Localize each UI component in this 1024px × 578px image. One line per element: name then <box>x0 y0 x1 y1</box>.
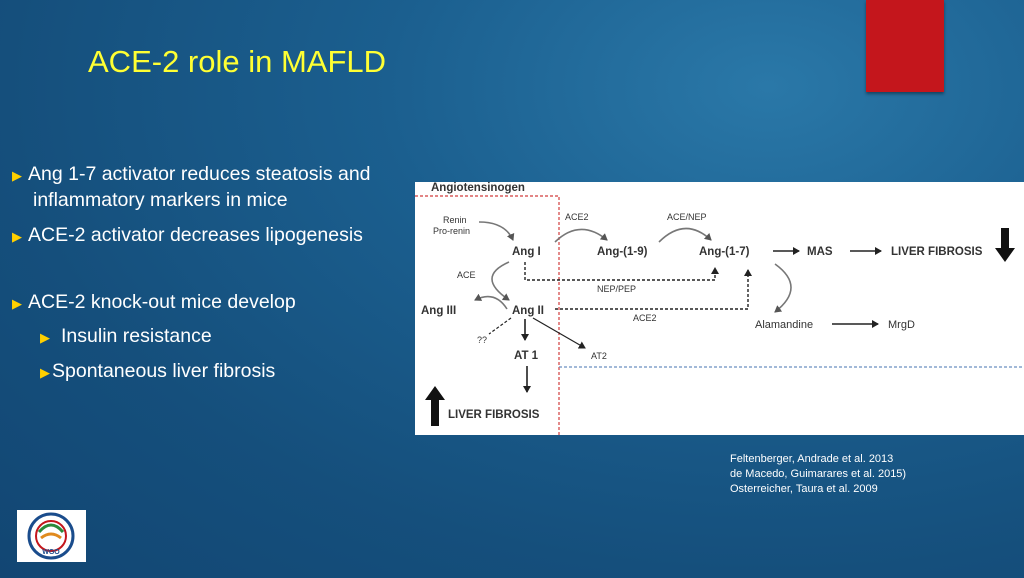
ang-ii-to-iii-arrow <box>474 293 508 310</box>
down-arrow-icon <box>995 228 1015 262</box>
label-ace2-top: ACE2 <box>565 212 589 222</box>
label-ang-1-9: Ang-(1-9) <box>597 246 648 258</box>
reference-3: Osterreicher, Taura et al. 2009 <box>730 483 878 495</box>
ace2-curve-arrow <box>554 228 608 243</box>
pathway-svg: Angiotensinogen Renin Pro-renin Ang I An… <box>415 182 1024 435</box>
ang17-to-alamandine-arrow <box>774 263 792 313</box>
slide-title: ACE-2 role in MAFLD <box>88 44 387 79</box>
logo-text: WGO <box>42 549 60 556</box>
label-liver-fibrosis-bottom: LIVER FIBROSIS <box>448 409 540 421</box>
ang-ii-to-at2-arrow <box>532 317 586 349</box>
renin-arrow <box>478 221 515 241</box>
label-ace2-mid: ACE2 <box>633 313 657 323</box>
ras-pathway-diagram: Angiotensinogen Renin Pro-renin Ang I An… <box>415 182 1024 435</box>
bullet-2: ▶ ACE-2 activator decreases lipogenesis <box>12 222 363 250</box>
bullet-3: ▶ ACE-2 knock-out mice develop <box>12 289 296 317</box>
bullet-1-line1: Ang 1-7 activator reduces steatosis and <box>28 163 371 185</box>
wgo-logo: WGO <box>17 510 86 562</box>
reference-1: Feltenberger, Andrade et al. 2013 <box>730 453 894 465</box>
label-ace-nep: ACE/NEP <box>667 212 707 222</box>
bullet-arrow-icon: ▶ <box>40 365 50 380</box>
sub-bullet-2: ▶Spontaneous liver fibrosis <box>40 358 275 386</box>
ace-curve-arrow <box>491 261 510 301</box>
bullet-arrow-icon: ▶ <box>40 330 50 345</box>
label-ace: ACE <box>457 270 476 280</box>
label-liver-fibrosis-right: LIVER FIBROSIS <box>891 246 983 258</box>
wgo-logo-icon: WGO <box>27 512 75 560</box>
label-nep-pep: NEP/PEP <box>597 284 636 294</box>
label-ang-i: Ang I <box>512 246 541 258</box>
bullet-1-continuation: inflammatory markers in mice <box>33 189 288 211</box>
label-mrgd: MrgD <box>888 319 915 331</box>
bullet-2-text: ACE-2 activator decreases lipogenesis <box>28 224 363 246</box>
bullet-arrow-icon: ▶ <box>12 296 22 311</box>
label-ang-1-7: Ang-(1-7) <box>699 246 750 258</box>
label-at2: AT2 <box>591 351 607 361</box>
sub-bullet-2-text: Spontaneous liver fibrosis <box>52 360 276 382</box>
bullet-1: ▶ Ang 1-7 activator reduces steatosis and <box>12 161 371 189</box>
bullet-arrow-icon: ▶ <box>12 168 22 183</box>
red-accent-tab <box>866 0 944 92</box>
references: Feltenberger, Andrade et al. 2013 de Mac… <box>730 452 906 497</box>
label-pro-renin: Pro-renin <box>433 226 470 236</box>
label-ang-ii: Ang II <box>512 305 544 317</box>
label-unknown: ?? <box>477 335 487 345</box>
ace-nep-curve-arrow <box>658 227 712 243</box>
label-angiotensinogen: Angiotensinogen <box>431 182 525 194</box>
up-arrow-icon <box>425 386 445 426</box>
label-alamandine: Alamandine <box>755 319 813 331</box>
sub-bullet-1: ▶ Insulin resistance <box>40 323 212 351</box>
ace2-dashed-arrow <box>555 269 752 310</box>
label-at1: AT 1 <box>514 350 539 362</box>
nep-pep-dashed-arrow <box>524 262 719 281</box>
label-ang-iii: Ang III <box>421 305 456 317</box>
label-mas: MAS <box>807 246 833 258</box>
ang-ii-unknown-arrow <box>488 317 512 335</box>
sub-bullet-1-text: Insulin resistance <box>61 325 212 347</box>
bullet-arrow-icon: ▶ <box>12 229 22 244</box>
bullet-3-text: ACE-2 knock-out mice develop <box>28 291 296 313</box>
red-dashed-boundary <box>415 195 560 435</box>
reference-2: de Macedo, Guimarares et al. 2015) <box>730 468 907 480</box>
label-renin: Renin <box>443 215 467 225</box>
